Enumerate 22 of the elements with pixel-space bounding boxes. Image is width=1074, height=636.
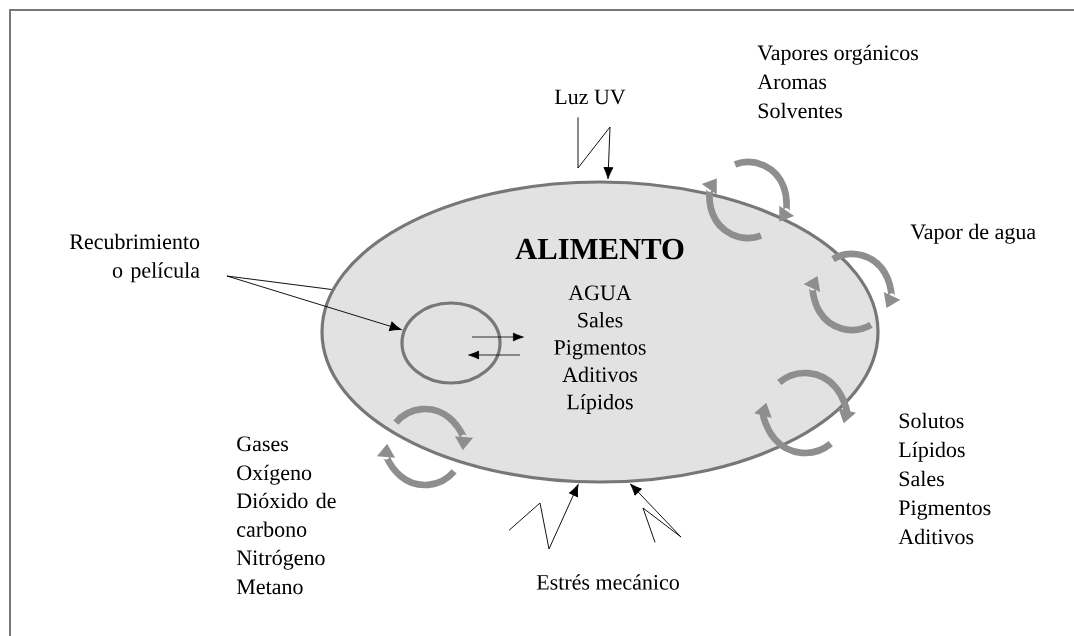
list-item: Nitrógeno <box>236 549 325 570</box>
list-item: Solutos <box>899 412 964 429</box>
zigzag-arrow <box>577 116 614 180</box>
list-item: Solventes <box>758 102 843 119</box>
list-item: Dióxido de carbono <box>236 492 336 537</box>
list-item: Oxígeno <box>237 464 312 485</box>
list-item: Aditivos <box>898 528 974 545</box>
zigzag-arrow <box>508 484 579 550</box>
list-item: Metano <box>236 579 303 595</box>
list-item: Aromas <box>757 74 827 90</box>
inner-circle <box>400 301 502 385</box>
list-item: Pigmentos <box>898 500 991 520</box>
zigzag-arrow <box>630 483 682 543</box>
list-item: Vapores orgánicos <box>757 44 918 65</box>
leader-line <box>226 275 402 332</box>
source-label: Luz UV <box>554 89 626 105</box>
callout-text: Recubrimiento o película <box>69 233 200 283</box>
list-item: Lípidos <box>898 441 965 462</box>
list-item: Gases <box>237 436 288 452</box>
list-item: Sales <box>899 470 944 487</box>
list-item: Vapor de agua <box>910 223 1036 244</box>
source-label: Estrés mecánico <box>536 574 679 590</box>
